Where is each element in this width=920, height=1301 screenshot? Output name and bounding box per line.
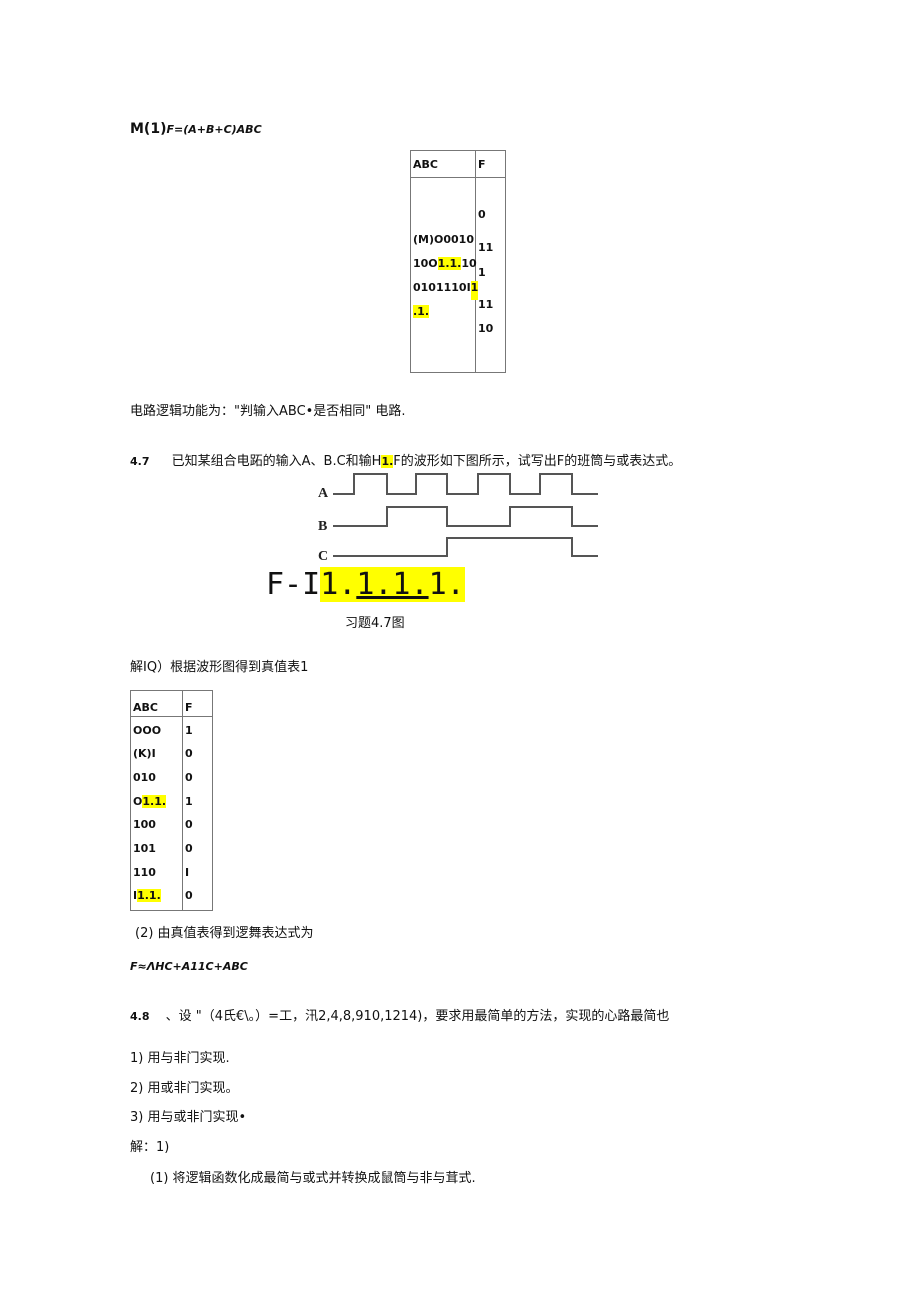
output-value: 10 bbox=[478, 322, 494, 335]
table-row: 101 bbox=[133, 842, 156, 855]
waveform-c bbox=[333, 537, 598, 557]
figure-caption: 习题4.7图 bbox=[345, 616, 405, 631]
table-row: OOO bbox=[133, 724, 162, 737]
header-output: F bbox=[185, 701, 193, 714]
problem-4-7-statement: 4.7 已知某组合电跖的输入A、B.C和输H1.F的波形如下图所示，试写出F的班… bbox=[130, 454, 682, 469]
heading-formula: F=(A+B+C)ABC bbox=[166, 123, 262, 136]
f-output-line: F-I1.1.1.1. bbox=[266, 567, 465, 602]
table-row: O1.1. bbox=[133, 795, 167, 808]
solution-intro: 解IQ）根据波形图得到真值表1 bbox=[130, 660, 309, 675]
row-output: 0 bbox=[185, 771, 193, 784]
waveform-b bbox=[333, 506, 598, 527]
problem-4-8-statement: 4.8 、设 "（4氏€\。）=工，汛2,4,8,910,1214)，要求用最简… bbox=[130, 1009, 670, 1024]
solution-step-1: (1) 将逻辑函数化成最简与或式并转换成鼠筒与非与茸式. bbox=[150, 1171, 476, 1186]
circuit-function-conclusion: 电路逻辑功能为："判输入ABC•是否相同" 电路. bbox=[130, 404, 406, 419]
output-value: 1 bbox=[478, 266, 486, 279]
row-output: 0 bbox=[185, 818, 193, 831]
section-heading: M(1)F=(A+B+C)ABC bbox=[130, 118, 262, 137]
header-output: F bbox=[478, 158, 486, 171]
table-row: 010 bbox=[133, 771, 156, 784]
header-inputs: ABC bbox=[133, 701, 158, 714]
row-output: 0 bbox=[185, 889, 193, 902]
heading-prefix: M(1) bbox=[130, 121, 167, 137]
requirement-item: 1) 用与非门实现. bbox=[130, 1051, 230, 1066]
row-output: 0 bbox=[185, 842, 193, 855]
output-value: 11 bbox=[478, 241, 494, 254]
table-row: (K)I bbox=[133, 747, 156, 760]
requirement-item: 3) 用与或非门实现• bbox=[130, 1110, 247, 1125]
table-row: 100 bbox=[133, 818, 156, 831]
requirement-item: 2) 用或非门实现。 bbox=[130, 1081, 239, 1096]
table-row: I1.1. bbox=[133, 889, 161, 902]
row-output: 1 bbox=[185, 724, 193, 737]
problem-number: 4.7 bbox=[130, 455, 150, 468]
row-output: 0 bbox=[185, 747, 193, 760]
waveform-a bbox=[333, 473, 598, 495]
header-inputs: ABC bbox=[413, 158, 438, 171]
solution-step-2: (2) 由真值表得到逻舞表达式为 bbox=[135, 926, 314, 941]
table-row: 110 bbox=[133, 866, 156, 879]
logic-expression: F≈ΛHC+A11C+ABC bbox=[130, 960, 248, 973]
problem-number: 4.8 bbox=[130, 1010, 150, 1023]
input-line: 0101110I1 bbox=[413, 281, 479, 300]
signal-label-b: B bbox=[318, 519, 327, 534]
output-value: 11 bbox=[478, 298, 494, 311]
waveform-diagram: A B C bbox=[318, 473, 598, 564]
input-line: (M)O0010 bbox=[413, 233, 474, 246]
output-value: 0 bbox=[478, 208, 486, 221]
signal-label-c: C bbox=[318, 549, 328, 564]
row-output: I bbox=[185, 866, 190, 879]
signal-label-a: A bbox=[318, 486, 329, 501]
input-line: .1. bbox=[413, 305, 430, 318]
row-output: 1 bbox=[185, 795, 193, 808]
solution-label: 解：1) bbox=[130, 1140, 170, 1155]
input-line: 10O1.1.10 bbox=[413, 257, 477, 270]
